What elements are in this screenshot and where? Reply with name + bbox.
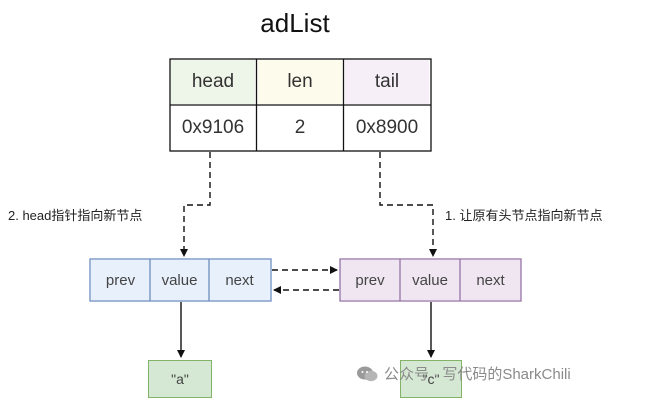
tail-header: tail: [345, 60, 429, 104]
head-value: 0x9106: [181, 117, 245, 138]
head-header: head: [171, 60, 255, 104]
node-c-next: next: [460, 260, 521, 300]
watermark: 公众号 · 写代码的SharkChili: [356, 363, 571, 384]
node-c-prev: prev: [340, 260, 400, 300]
len-value: 2: [294, 117, 306, 138]
watermark-text: 公众号 · 写代码的SharkChili: [384, 366, 571, 383]
tail-value: 0x8900: [355, 117, 419, 138]
node-a-next: next: [209, 260, 270, 300]
wechat-icon: [357, 366, 378, 381]
node-a-value-box: "a": [148, 360, 212, 398]
annotation-step-2: 2. head指针指向新节点: [8, 208, 143, 223]
tail-pointer-arrow: [379, 152, 437, 257]
len-header: len: [258, 60, 342, 104]
node-c-value: value: [400, 260, 460, 300]
diagram-title: adList: [260, 8, 330, 38]
node-c-value-box: "c": [400, 360, 462, 398]
node-a-value: value: [150, 260, 209, 300]
head-pointer-arrow: [180, 152, 211, 257]
node-a-prev: prev: [91, 260, 150, 300]
annotation-step-1: 1. 让原有头节点指向新节点: [445, 208, 603, 223]
